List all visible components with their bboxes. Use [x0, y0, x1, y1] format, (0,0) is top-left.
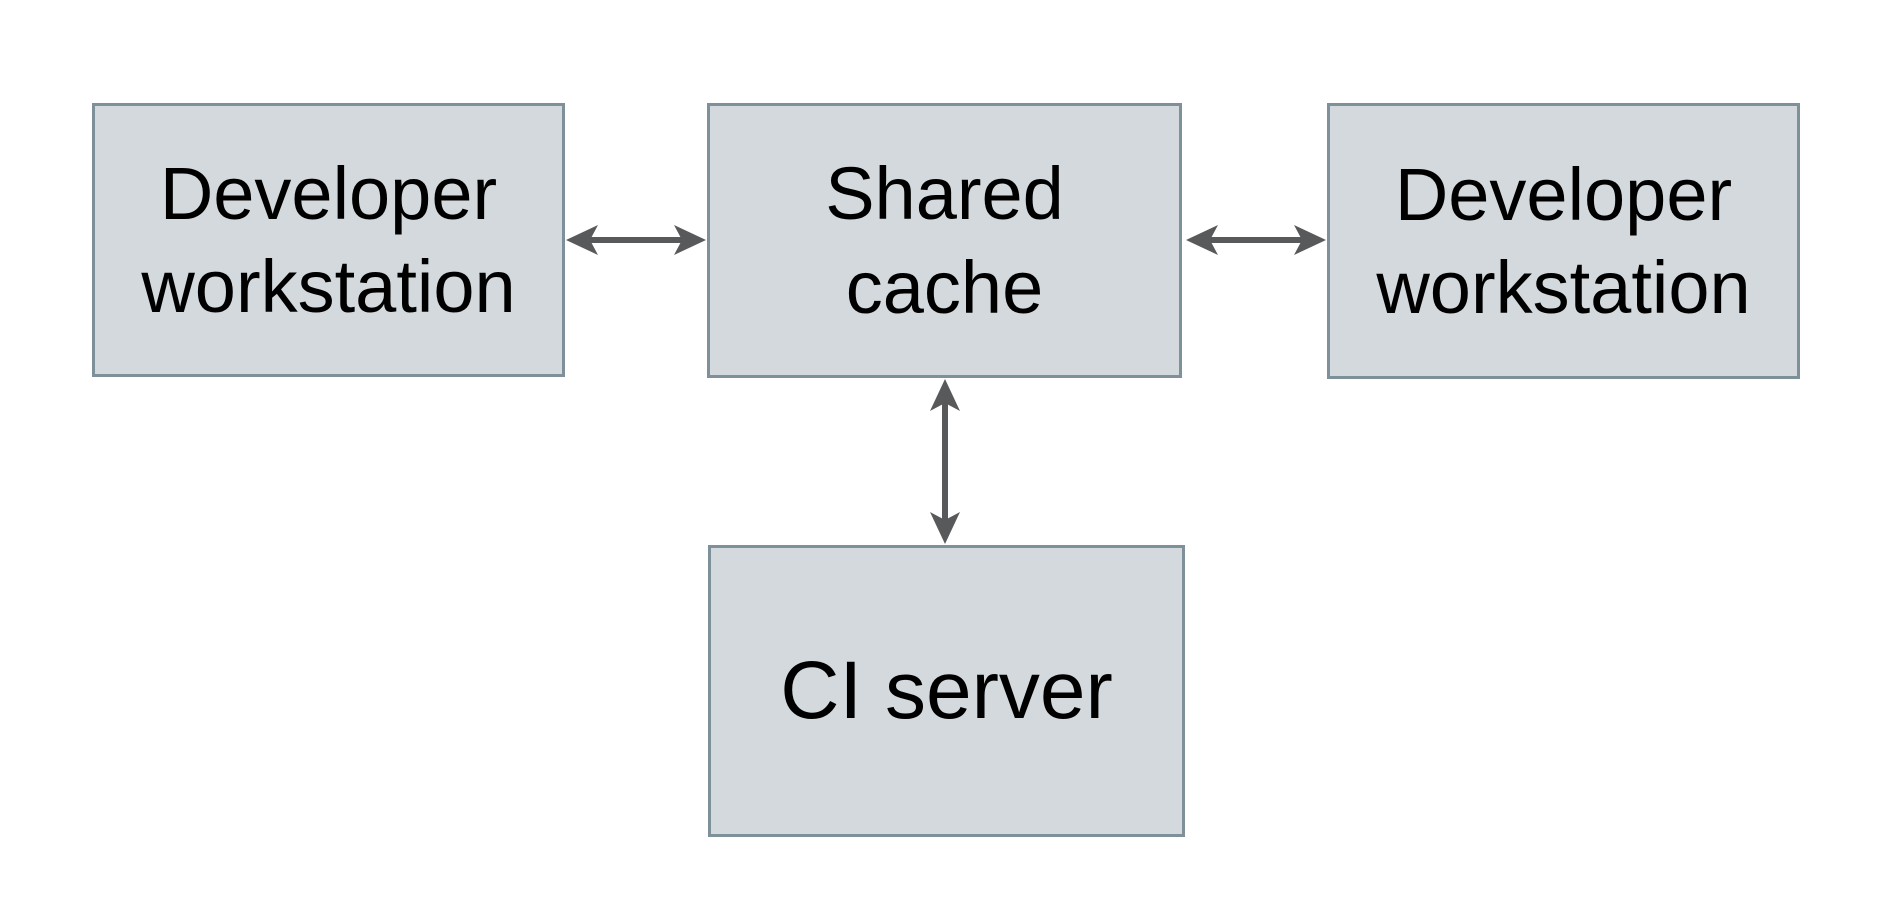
node-shared-cache-label: Shared cache	[825, 152, 1064, 329]
double-arrow-cache-to-workstation-right-icon	[1186, 225, 1326, 255]
node-developer-workstation-right: Developer workstation	[1327, 103, 1800, 379]
node-ci-server: CI server	[708, 545, 1185, 837]
node-developer-workstation-left: Developer workstation	[92, 103, 565, 377]
node-developer-workstation-right-label: Developer workstation	[1376, 152, 1751, 329]
double-arrow-workstation-left-to-cache-icon	[566, 225, 706, 255]
double-arrow-cache-to-ci-server-icon	[930, 379, 960, 544]
node-shared-cache: Shared cache	[707, 103, 1182, 378]
node-ci-server-label: CI server	[780, 645, 1113, 737]
node-developer-workstation-left-label: Developer workstation	[141, 151, 516, 328]
